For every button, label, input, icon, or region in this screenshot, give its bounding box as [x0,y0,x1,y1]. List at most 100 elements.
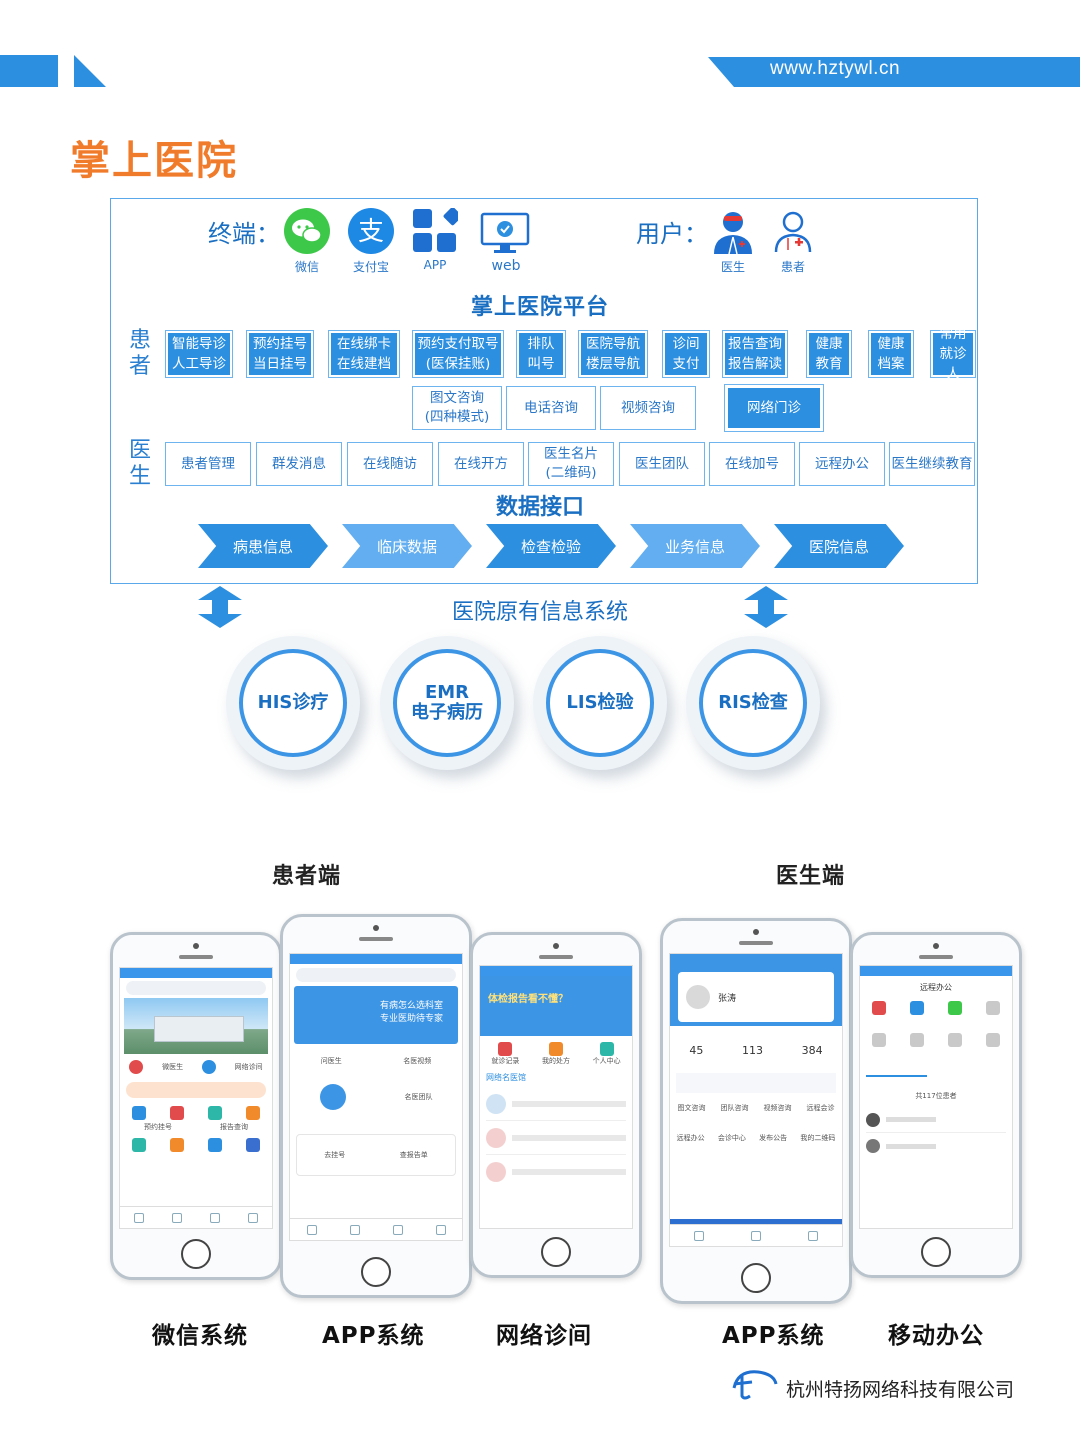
notice-bar[interactable] [676,1073,836,1093]
feature-health-record[interactable]: 健康 档案 [868,330,914,378]
system-emr[interactable]: EMR 电子病历 [380,636,514,770]
doctor-group-message[interactable]: 群发消息 [256,442,342,486]
menu-announcement[interactable]: 发布公告 [759,1134,788,1142]
menu-text-consult[interactable]: 图文咨询 [677,1104,706,1112]
consult-online-clinic[interactable]: 网络门诊 [728,388,820,428]
system-his[interactable]: HIS诊疗 [226,636,360,770]
menu-micro-doctor[interactable]: 微医生 [162,1063,184,1071]
phone-speaker [179,955,213,959]
doctor-header: 张涛 [670,954,842,1026]
list-item[interactable] [866,1107,1006,1133]
user-icon [319,1084,346,1110]
wechat-icon [284,208,330,254]
website-url[interactable]: www.hztywl.cn [770,58,901,79]
file-icon [872,1033,886,1047]
list-item[interactable] [486,1087,626,1121]
phone-camera [933,943,939,949]
feature-health-education[interactable]: 健康 教育 [806,330,852,378]
doctor-continuing-education[interactable]: 医生继续教育 [889,442,975,486]
doctor-followup[interactable]: 在线随访 [347,442,433,486]
feature-queue[interactable]: 排队 叫号 [516,330,566,378]
label-online-clinic: 网络诊间 [496,1323,592,1349]
phone-screen: 有病怎么选科室 专业医助待专家 问医生 名医视频 名医团队 去挂号 查报告单 [289,953,463,1241]
home-button[interactable] [181,1239,211,1269]
chat-icon [201,1060,216,1074]
menu-online-clinic[interactable]: 网络诊间 [234,1063,263,1071]
consult-phone[interactable]: 电话咨询 [506,386,596,430]
menu-appointment[interactable]: 预约挂号 [144,1123,172,1131]
home-button[interactable] [361,1257,391,1287]
doctor-team[interactable]: 医生团队 [619,442,705,486]
feature-navigation[interactable]: 医院导航 楼层导航 [578,330,648,378]
feature-smart-guide[interactable]: 智能导诊 人工导诊 [165,330,233,378]
app-caption: APP [423,258,447,272]
doctor-remote-office[interactable]: 远程办公 [799,442,885,486]
phone-camera [753,929,759,935]
feature-prepay[interactable]: 预约支付取号 (医保挂账) [412,330,504,378]
doctor-patient-management[interactable]: 患者管理 [165,442,251,486]
menu-qrcode[interactable]: 我的二维码 [800,1134,836,1142]
list-item[interactable] [486,1155,626,1189]
menu-check-report[interactable]: 查报告单 [399,1151,428,1159]
home-button[interactable] [741,1263,771,1293]
tab-bar[interactable] [120,1206,272,1228]
status-bar [120,968,272,978]
home-button[interactable] [921,1237,951,1267]
tab-records[interactable]: 就诊记录 [491,1057,520,1065]
tab-bar[interactable] [290,1218,462,1240]
tab-bar[interactable] [670,1224,842,1246]
feature-report-query[interactable]: 报告查询 报告解读 [722,330,788,378]
home-button[interactable] [541,1237,571,1267]
app-banner[interactable]: 有病怎么选科室 专业医助待专家 [294,986,458,1044]
phone-screen: 张涛 45 113 384 图文咨询 团队咨询 视频咨询 远程会诊 远程办公 会… [669,953,843,1247]
feature-card-binding[interactable]: 在线绑卡 在线建档 [328,330,400,378]
data-arrow-business: 业务信息 [630,524,760,568]
doctor-add-number[interactable]: 在线加号 [709,442,795,486]
doctor-avatar [686,985,710,1009]
search-bar[interactable] [126,981,266,995]
promo-banner[interactable] [126,1082,266,1098]
phone-camera [553,943,559,949]
consult-text[interactable]: 图文咨询 (四种模式) [412,386,502,430]
system-lis[interactable]: LIS检验 [533,636,667,770]
hospital-banner-image [124,998,268,1054]
system-ris[interactable]: RIS检查 [686,636,820,770]
menu-report[interactable]: 报告查询 [220,1123,248,1131]
feature-clinic-payment[interactable]: 诊间 支付 [662,330,710,378]
list-item[interactable] [866,1133,1006,1159]
menu-ask-doctor[interactable]: 问医生 [320,1057,342,1065]
doctor-icon [129,1060,144,1074]
feature-appointment[interactable]: 预约挂号 当日挂号 [246,330,314,378]
search-bar[interactable] [296,968,456,982]
menu-video-consult[interactable]: 视频咨询 [763,1104,792,1112]
double-arrow-right-icon [740,586,792,628]
blue-divider [670,1219,842,1224]
menu-register[interactable]: 去挂号 [324,1151,346,1159]
doctor-list [486,1087,626,1189]
phone-screen: 微医生 网络诊间 预约挂号 报告查询 [119,967,273,1229]
tab-strip[interactable] [866,1065,927,1077]
menu-doctor-video[interactable]: 名医视频 [403,1057,432,1065]
doctor-business-card[interactable]: 医生名片 (二维码) [528,442,614,486]
prescription-icon [548,1042,563,1056]
patient-side-label: 患 者 [128,328,151,379]
consult-video[interactable]: 视频咨询 [600,386,696,430]
menu-remote-office[interactable]: 远程办公 [676,1134,705,1142]
phone-online-clinic: 体检报告看不懂？ 就诊记录 我的处方 个人中心 网络名医馆 [470,932,642,1278]
header-bar-right [708,57,1080,87]
doctor-prescription[interactable]: 在线开方 [438,442,524,486]
menu-doctor-team[interactable]: 名医团队 [404,1093,433,1101]
doctor-icon [710,208,756,256]
menu-consult-center[interactable]: 会诊中心 [717,1134,746,1142]
phone-speaker [739,941,773,945]
feature-common-patients[interactable]: 常用 就诊人 [930,326,976,382]
menu-remote-consult[interactable]: 远程会诊 [806,1104,835,1112]
tab-prescriptions[interactable]: 我的处方 [541,1057,570,1065]
tab-profile[interactable]: 个人中心 [592,1057,621,1065]
quick-actions-card: 去挂号 查报告单 [296,1134,456,1176]
clinic-banner[interactable]: 体检报告看不懂？ [480,976,632,1036]
menu-team-consult[interactable]: 团队咨询 [720,1104,749,1112]
phone-speaker [539,955,573,959]
user-label: 用户： [636,220,708,248]
list-item[interactable] [486,1121,626,1155]
